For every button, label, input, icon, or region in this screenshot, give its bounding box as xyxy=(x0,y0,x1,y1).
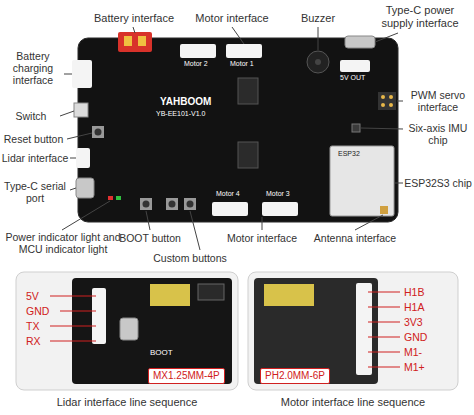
callout-label: Reset button xyxy=(0,133,67,145)
pin-name: 5V xyxy=(26,290,39,302)
pin-name: GND xyxy=(404,331,427,343)
driver-chip xyxy=(238,142,258,168)
buzzer-hole xyxy=(315,59,321,65)
button-cap xyxy=(143,201,150,208)
pin-name: H1A xyxy=(404,301,424,313)
buzzer xyxy=(307,51,329,73)
connector-type: PH2.0MM-6P xyxy=(260,368,330,384)
pin-name: H1B xyxy=(404,286,424,298)
lidar-connector xyxy=(76,148,90,168)
silkscreen-text: BOOT xyxy=(150,348,173,357)
callout-label: Battery charging interface xyxy=(2,50,64,86)
5v-connector xyxy=(340,60,370,72)
callout-label: Type-C power supply interface xyxy=(370,4,470,29)
callout-label: ESP32S3 chip xyxy=(404,177,472,189)
led xyxy=(108,196,113,200)
silkscreen-text: Motor 4 xyxy=(216,190,240,198)
custom-button xyxy=(166,198,178,210)
callout-label: Custom buttons xyxy=(150,252,230,264)
pin-leaders xyxy=(50,296,96,341)
pin-name: GND xyxy=(26,305,49,317)
led xyxy=(116,196,121,200)
callout-label: Six-axis IMU chip xyxy=(404,122,472,146)
motor-connector xyxy=(226,44,262,58)
silkscreen-text: Motor 2 xyxy=(184,60,208,68)
pin-name: M1- xyxy=(404,346,422,358)
button-cap xyxy=(169,201,176,208)
board-model: YB-EE101-V1.0 xyxy=(156,110,205,118)
motor-connector xyxy=(212,202,248,216)
panel-caption: Motor interface line sequence xyxy=(248,396,458,409)
capacitor xyxy=(264,284,314,306)
esp32-module xyxy=(330,146,394,216)
pin-name: M1+ xyxy=(404,361,425,373)
switch xyxy=(74,103,88,117)
pin xyxy=(381,103,385,107)
board-brand: YAHBOOM xyxy=(160,96,211,108)
leader-lines xyxy=(60,27,403,250)
pin-name: 3V3 xyxy=(404,316,423,328)
panel-caption: Lidar interface line sequence xyxy=(16,396,238,409)
boot-button xyxy=(140,198,152,210)
callout-label: Buzzer xyxy=(290,12,346,25)
callout-label: BOOT button xyxy=(115,232,185,244)
pcb-board xyxy=(78,38,398,222)
detail-panel xyxy=(16,272,238,390)
battery-pin xyxy=(138,36,146,46)
motor-connector xyxy=(356,283,372,375)
callout-label: Motor interface xyxy=(217,232,307,244)
pin xyxy=(389,95,393,99)
callout-label: Switch xyxy=(2,110,60,122)
battery-pin xyxy=(124,36,132,46)
photo-inset xyxy=(72,278,232,384)
pin-name: TX xyxy=(26,320,39,332)
button-cap xyxy=(187,201,194,208)
custom-button xyxy=(184,198,196,210)
pin xyxy=(381,95,385,99)
callout-label: Type-C serial port xyxy=(0,180,70,204)
motor-connector xyxy=(262,202,298,216)
usb-c-port xyxy=(345,36,375,48)
reset-button xyxy=(92,126,104,138)
motor-connector xyxy=(180,44,216,58)
callout-label: Battery interface xyxy=(86,12,182,25)
antenna-connector xyxy=(380,206,388,214)
battery-connector xyxy=(118,32,152,52)
pin-name: RX xyxy=(26,335,41,347)
usb-c-port xyxy=(120,318,138,340)
silkscreen-text: Motor 3 xyxy=(266,190,290,198)
capacitor xyxy=(150,284,190,306)
detail-panel xyxy=(248,272,458,390)
photo-inset xyxy=(254,278,378,384)
chip-marking: ESP32 xyxy=(338,150,360,158)
callout-label: Antenna interface xyxy=(305,232,405,244)
callout-label: Power indicator light and MCU indicator … xyxy=(4,231,122,255)
callout-label: Motor interface xyxy=(184,12,280,25)
silkscreen-text: Motor 1 xyxy=(230,60,254,68)
callout-label: Lidar interface xyxy=(0,152,70,164)
pin xyxy=(389,103,393,107)
charging-connector xyxy=(72,60,92,88)
silkscreen-text: 5V OUT xyxy=(340,74,365,82)
chip xyxy=(198,284,224,300)
callout-label: PWM servo interface xyxy=(404,89,472,113)
imu-chip xyxy=(352,124,360,132)
connector-type: MX1.25MM-4P xyxy=(148,368,225,384)
pin-header xyxy=(378,92,396,110)
pin-leaders xyxy=(368,292,400,367)
driver-chip xyxy=(238,78,258,104)
reset-cap xyxy=(95,129,102,136)
usb-c-port xyxy=(76,178,94,198)
